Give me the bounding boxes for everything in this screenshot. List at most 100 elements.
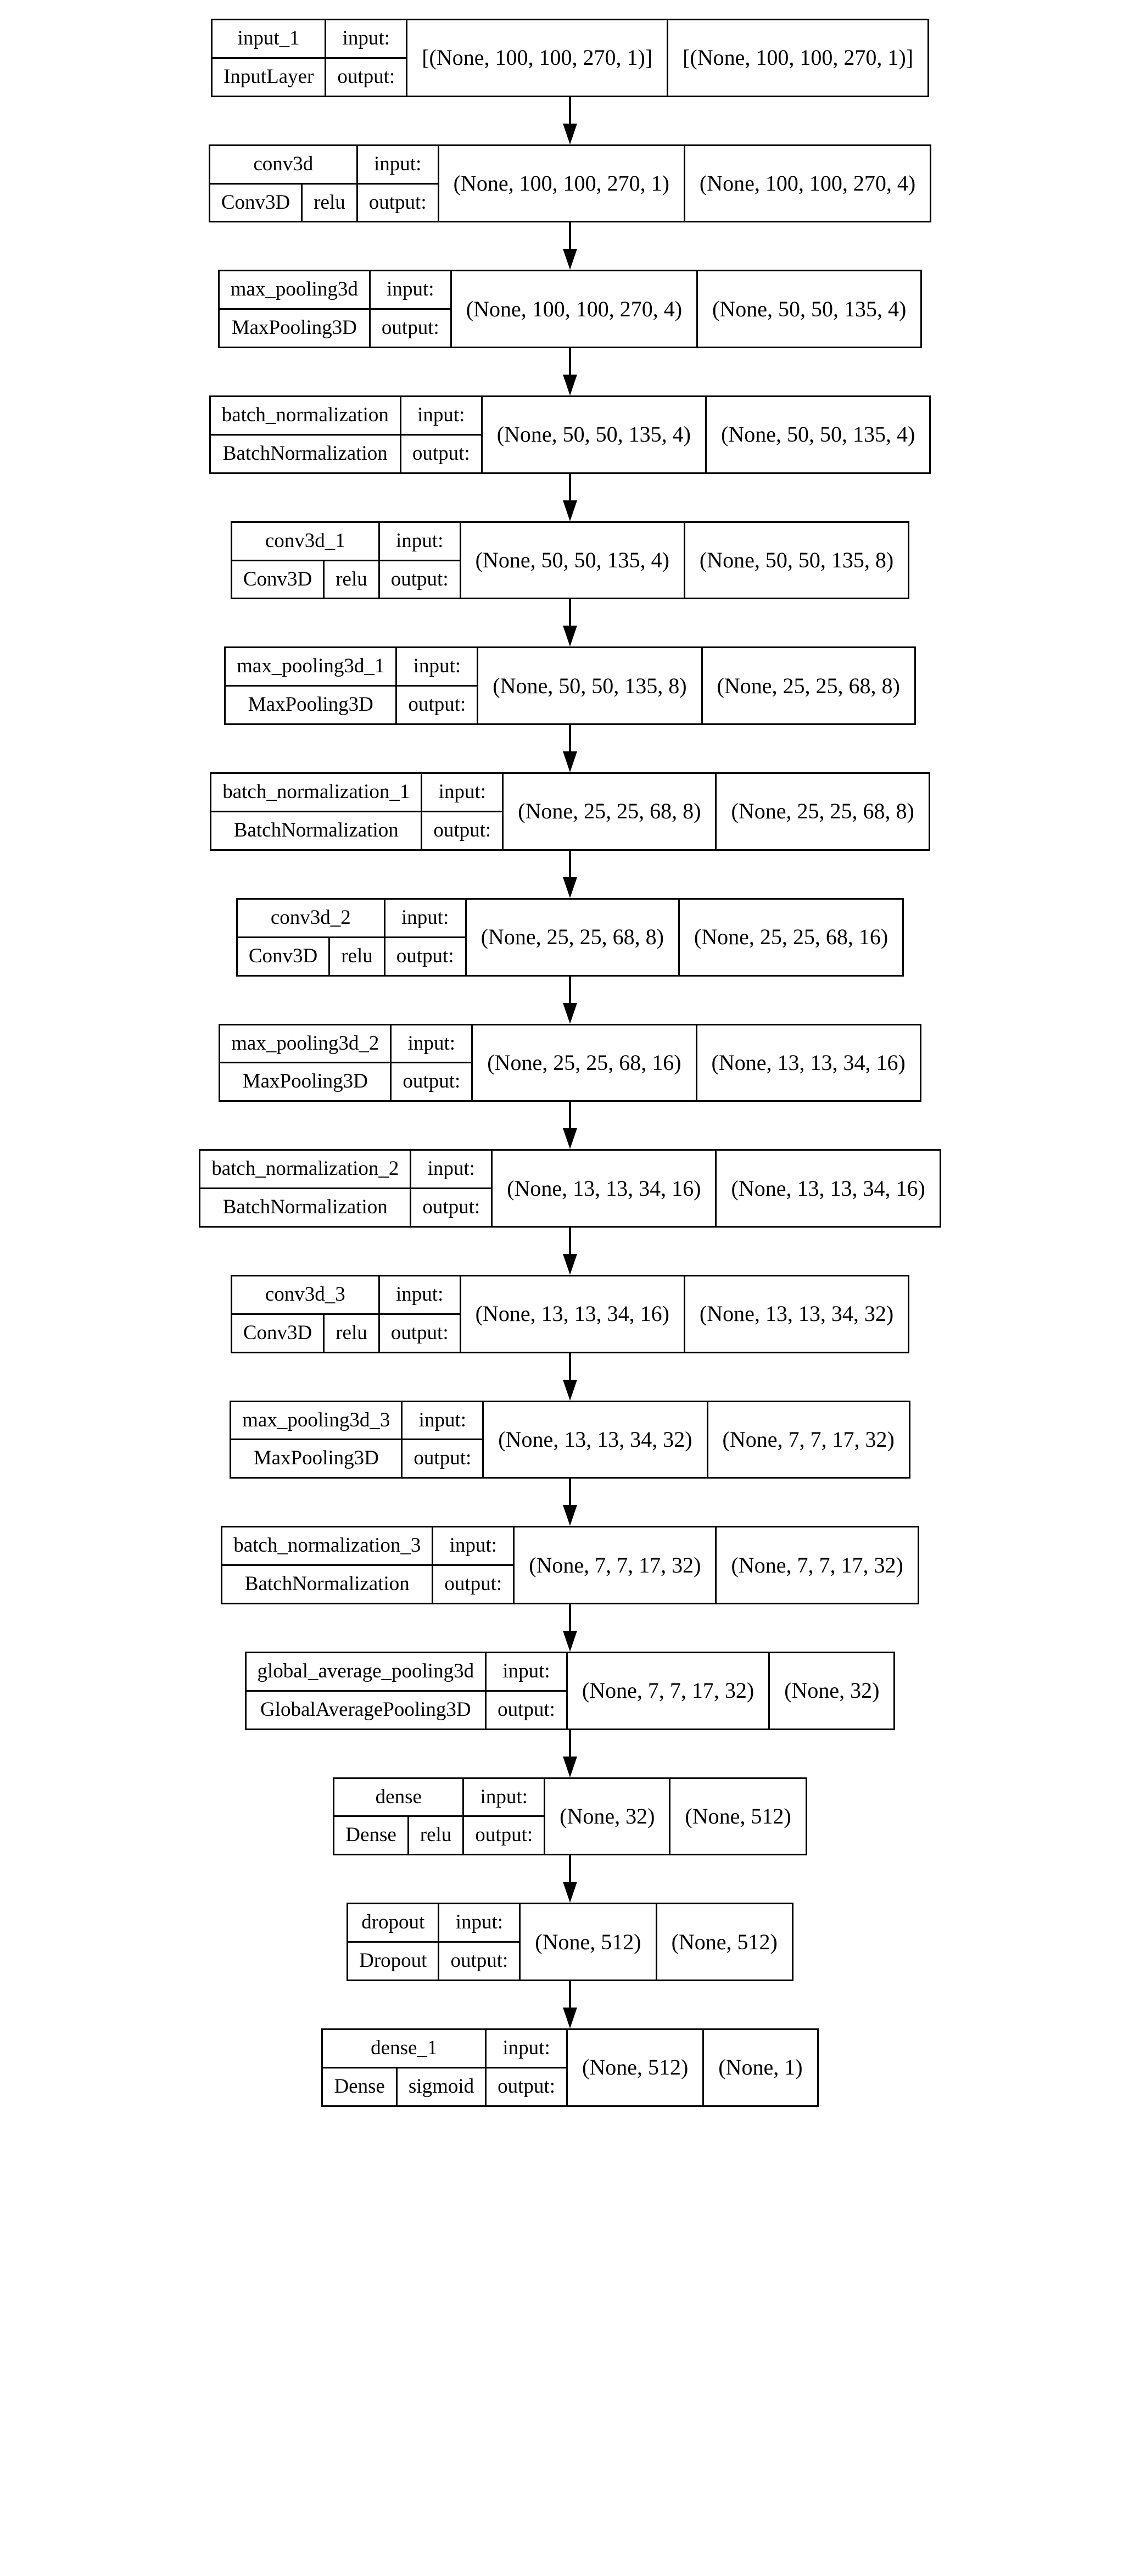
- output-shape: (None, 13, 13, 34, 32): [699, 1301, 894, 1326]
- output-label: output:: [408, 693, 466, 716]
- layer-io-label-block: input:output:: [326, 20, 408, 96]
- layer-class-row: MaxPooling3D: [226, 687, 395, 723]
- edge-line: [569, 1855, 571, 1890]
- layer-class-row: Dropout: [348, 1943, 438, 1980]
- layer-io-label-block: input:output:: [487, 1653, 568, 1729]
- layer-name-row: conv3d: [210, 146, 356, 185]
- output-shape: (None, 50, 50, 135, 4): [712, 296, 907, 321]
- layer-name-row: batch_normalization: [210, 397, 400, 436]
- edge-line: [569, 1102, 571, 1136]
- layer-io-label-block: input:output:: [439, 1904, 521, 1980]
- layer-class-row: GlobalAveragePooling3D: [247, 1692, 485, 1729]
- layer-activation: relu: [420, 1824, 452, 1847]
- edge-arrow-7: [563, 850, 577, 898]
- layer-name: max_pooling3d_3: [242, 1408, 390, 1431]
- layer-activation: relu: [314, 191, 345, 214]
- layer-name: batch_normalization_1: [222, 780, 410, 804]
- layer-io-label-block: input:output:: [397, 648, 479, 724]
- output-shape: (None, 50, 50, 135, 4): [720, 422, 915, 447]
- layer-class-row: BatchNormalization: [200, 1189, 410, 1226]
- edge-line: [569, 1479, 571, 1513]
- layer-class: MaxPooling3D: [242, 1070, 368, 1093]
- layer-class: BatchNormalization: [233, 818, 399, 841]
- output-label: output:: [498, 2075, 555, 2098]
- layer-class: MaxPooling3D: [248, 693, 373, 716]
- output-label: output:: [433, 818, 491, 841]
- layer-activation: sigmoid: [408, 2075, 474, 2098]
- edge-arrow-11: [563, 1353, 577, 1401]
- edge-arrow-15: [563, 1855, 577, 1903]
- input-shape: [(None, 100, 100, 270, 1)]: [407, 20, 669, 96]
- layer-class-row: BatchNormalization: [222, 1566, 432, 1603]
- layer-class: Conv3D: [232, 561, 325, 598]
- output-label: output:: [412, 442, 470, 465]
- layer-class: BatchNormalization: [222, 1196, 388, 1219]
- layer-io-label-block: input:output:: [385, 899, 467, 975]
- layer-name: input_1: [237, 27, 300, 49]
- layer-name: dense_1: [371, 2037, 438, 2059]
- layer-name-row: max_pooling3d_2: [220, 1025, 390, 1064]
- arrowhead-icon: [563, 1379, 577, 1401]
- edge-arrow-16: [563, 1981, 577, 2028]
- layer-class: GlobalAveragePooling3D: [260, 1698, 471, 1721]
- output-shape: [(None, 100, 100, 270, 1)]: [683, 45, 914, 70]
- layer-class: Dense: [323, 2068, 398, 2105]
- layer-class-row: Dense sigmoid: [323, 2068, 485, 2105]
- layer-class: Dropout: [359, 1949, 427, 1972]
- layer-class-row: MaxPooling3D: [220, 1063, 390, 1100]
- layer-name-row: dense_1: [323, 2030, 485, 2068]
- arrowhead-icon: [563, 500, 577, 521]
- arrowhead-icon: [563, 751, 577, 773]
- layer-io-label-block: input:output:: [392, 1025, 473, 1101]
- input-label: input:: [357, 146, 438, 185]
- input-label: input:: [401, 397, 481, 436]
- layer-class: BatchNormalization: [244, 1573, 410, 1596]
- layer-class-row: MaxPooling3D: [220, 310, 369, 347]
- edge-line: [569, 725, 571, 760]
